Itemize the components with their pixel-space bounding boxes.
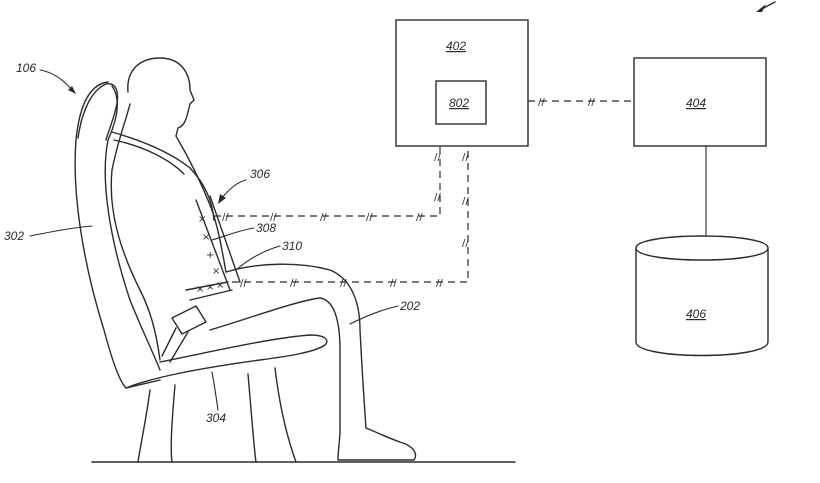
link-break-mark: //: [270, 212, 277, 223]
belt-sensor-mark: ×: [216, 280, 224, 291]
link-break-mark: //: [434, 192, 441, 203]
seat-cushion: [125, 334, 328, 389]
belt-shoulder: [111, 131, 215, 221]
link-break-mark: //: [462, 196, 469, 207]
leader-302: [29, 225, 93, 237]
link-break-mark: //: [290, 278, 297, 289]
label-belt-assembly: 306: [250, 167, 270, 181]
leader-308: [211, 227, 255, 241]
link-break-mark: //: [434, 152, 441, 163]
belt-strap: [195, 195, 241, 291]
seat-base: [137, 367, 297, 463]
occupant-head: [127, 57, 195, 137]
occupant-torso: [110, 103, 161, 361]
leader-304: [211, 371, 219, 411]
database-cylinder-top: [635, 247, 769, 261]
leader-310: [235, 245, 281, 271]
belt-buckle: [171, 305, 207, 335]
link-break-mark: //: [538, 97, 545, 108]
leader-306: [221, 179, 247, 199]
leader-306-head: [218, 194, 226, 204]
belt-sensor-mark: ×: [202, 232, 210, 243]
leader-202: [349, 305, 399, 325]
leader-106-head: [68, 86, 76, 94]
link-break-mark: //: [340, 278, 347, 289]
link-308-802: [214, 124, 441, 217]
label-controller: 402: [446, 39, 466, 53]
leader-106: [39, 69, 73, 91]
belt-sensor-mark: +: [206, 250, 214, 261]
seat-headrest: [77, 83, 119, 141]
link-break-mark: //: [436, 278, 443, 289]
link-break-mark: //: [240, 278, 247, 289]
label-sensor-module: 802: [449, 96, 469, 110]
link-break-mark: //: [462, 238, 469, 249]
label-belt-sensor: 308: [256, 221, 276, 235]
label-server: 404: [686, 96, 706, 110]
label-buckle: 310: [282, 239, 302, 253]
link-break-mark: //: [462, 152, 469, 163]
label-seat-cushion: 304: [206, 411, 226, 425]
figure-arrowhead: [756, 4, 766, 12]
buckle-stalk: [161, 327, 189, 363]
link-break-mark: //: [366, 212, 373, 223]
lap-belt: [185, 281, 233, 301]
belt-sensor-mark: ×: [198, 214, 206, 225]
link-break-mark: //: [588, 97, 595, 108]
occupant-underleg: [209, 297, 341, 431]
occupant-shoe: [337, 427, 417, 461]
label-occupant: 202: [399, 299, 420, 313]
label-seat-back: 302: [4, 229, 24, 243]
link-310-802: [232, 124, 469, 283]
belt-shoulder-2: [113, 139, 185, 175]
server-box: [633, 57, 767, 147]
link-break-mark: //: [390, 278, 397, 289]
seat-back-inner: [104, 85, 161, 371]
sensor-module-box: [435, 80, 487, 125]
label-database: 406: [686, 307, 706, 321]
belt-sensor-mark: ×: [212, 266, 220, 277]
database-cylinder: [635, 235, 769, 357]
link-break-mark: //: [320, 212, 327, 223]
occupant-front: [175, 135, 227, 273]
link-break-mark: //: [416, 212, 423, 223]
belt-sensor-mark: ×: [206, 282, 214, 293]
occupant-thigh: [225, 263, 367, 429]
belt-sensor-mark: ×: [196, 284, 204, 295]
label-seat: 106: [16, 61, 36, 75]
link-break-mark: //: [222, 212, 229, 223]
